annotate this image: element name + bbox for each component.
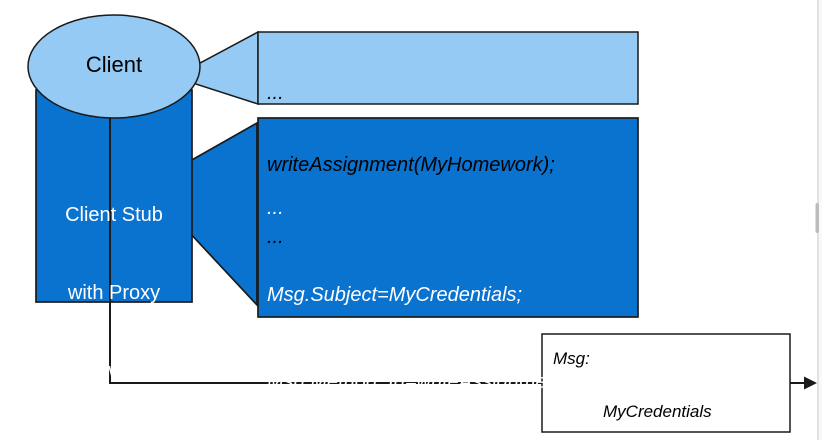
code-line: Msg.Method_Id=writeAssignment_Id; <box>267 371 597 393</box>
client-label: Client <box>85 52 143 77</box>
code-line: ... <box>267 197 284 219</box>
code-line: writeAssignment(MyHomework); <box>267 154 555 176</box>
arrow-head-icon <box>804 376 817 390</box>
client-code-text: ... writeAssignment(MyHomework); ... <box>267 33 632 297</box>
client-stub-box <box>35 89 193 303</box>
code-line: ... <box>267 82 284 104</box>
client-ellipse <box>27 14 201 119</box>
stub-code-callout-box <box>257 117 639 318</box>
window-edge-strip <box>819 0 822 440</box>
message-values: MyCredentials writeAssignment_Id MyHomew… <box>603 346 751 440</box>
message-box <box>541 333 791 433</box>
message-value: MyCredentials <box>603 402 712 421</box>
code-line: ... <box>267 226 284 248</box>
stub-code-text: ... Msg.Subject=MyCredentials; Msg.Metho… <box>267 136 632 440</box>
code-line: Msg.Subject=MyCredentials; <box>267 284 523 306</box>
stub-label-line: with Proxy <box>67 282 161 304</box>
stub-label-line: PEP and PDP) <box>36 436 192 440</box>
stub-label-line: Client Stub <box>65 204 163 226</box>
stub-label-line: (here without <box>56 360 172 382</box>
client-stub-label: Client Stub with Proxy (here without PEP… <box>36 150 192 440</box>
scrollbar-thumb[interactable] <box>815 203 820 233</box>
message-label: Msg: <box>553 349 590 368</box>
stub-code-callout-pointer <box>144 121 258 308</box>
client-code-callout-box <box>257 31 639 105</box>
